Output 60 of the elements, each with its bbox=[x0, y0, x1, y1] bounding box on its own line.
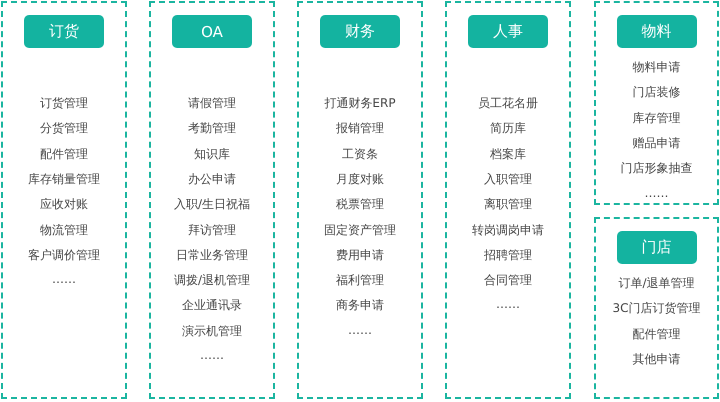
list-item: 3C门店订货管理 bbox=[611, 300, 702, 318]
list-item: 拜访管理 bbox=[187, 222, 237, 238]
list-item: 物流管理 bbox=[39, 222, 89, 238]
list-item: 打通财务ERP bbox=[323, 95, 397, 112]
list-item: 费用申请 bbox=[335, 246, 385, 264]
list-item: 其他申请 bbox=[632, 350, 682, 368]
list-item: 请假管理 bbox=[187, 95, 237, 112]
list-item: …… bbox=[495, 297, 521, 312]
list-item: 企业通讯录 bbox=[181, 297, 243, 314]
list-item: 商务申请 bbox=[335, 297, 385, 314]
list-item: 订单/退单管理 bbox=[617, 275, 696, 292]
list-item: 员工花名册 bbox=[477, 95, 539, 112]
list-item: …… bbox=[644, 186, 670, 200]
list-item: 办公申请 bbox=[187, 170, 237, 188]
list-item: 演示机管理 bbox=[181, 322, 243, 340]
list-item: 转岗调岗申请 bbox=[471, 222, 545, 238]
list-item: 月度对账 bbox=[335, 170, 385, 188]
list-item: …… bbox=[347, 322, 373, 337]
list-item: 应收对账 bbox=[39, 196, 89, 214]
list-item: 税票管理 bbox=[335, 196, 385, 214]
category-panel bbox=[149, 1, 275, 399]
list-item: 知识库 bbox=[193, 146, 231, 163]
category-header: 物料 bbox=[616, 15, 696, 48]
list-item: 入职/生日祝福 bbox=[172, 196, 252, 214]
list-item: 客户调价管理 bbox=[27, 246, 101, 264]
category-panel bbox=[297, 1, 423, 399]
list-item: 库存管理 bbox=[632, 110, 682, 127]
category-header: 订货 bbox=[24, 15, 104, 48]
list-item: 库存销量管理 bbox=[27, 170, 101, 188]
list-item: 离职管理 bbox=[483, 196, 533, 214]
list-item: …… bbox=[51, 272, 77, 286]
list-item: 入职管理 bbox=[483, 170, 533, 188]
list-item: …… bbox=[199, 348, 225, 362]
list-item: 订货管理 bbox=[39, 95, 89, 112]
category-header: 财务 bbox=[320, 15, 400, 48]
list-item: 简历库 bbox=[489, 120, 527, 138]
list-item: 门店装修 bbox=[632, 84, 682, 102]
list-item: 分货管理 bbox=[39, 120, 89, 138]
category-header: 门店 bbox=[616, 231, 696, 264]
category-panel bbox=[594, 217, 719, 399]
list-item: 物料申请 bbox=[632, 59, 682, 76]
list-item: 配件管理 bbox=[632, 326, 682, 343]
list-item: 报销管理 bbox=[335, 120, 385, 138]
list-item: 调拨/退机管理 bbox=[172, 272, 252, 290]
category-panel bbox=[594, 1, 719, 205]
list-item: 日常业务管理 bbox=[175, 246, 249, 264]
category-panel bbox=[445, 1, 571, 399]
category-header: 人事 bbox=[468, 15, 548, 48]
category-header: OA bbox=[172, 15, 252, 48]
category-panel bbox=[1, 1, 127, 399]
list-item: 考勤管理 bbox=[187, 120, 237, 138]
list-item: 工资条 bbox=[341, 146, 379, 163]
list-item: 门店形象抽查 bbox=[620, 160, 694, 178]
list-item: 固定资产管理 bbox=[323, 222, 397, 238]
list-item: 合同管理 bbox=[483, 272, 533, 290]
list-item: 福利管理 bbox=[335, 272, 385, 290]
list-item: 招聘管理 bbox=[483, 246, 533, 264]
list-item: 配件管理 bbox=[39, 146, 89, 163]
list-item: 赠品申请 bbox=[632, 134, 682, 152]
list-item: 档案库 bbox=[489, 146, 527, 163]
